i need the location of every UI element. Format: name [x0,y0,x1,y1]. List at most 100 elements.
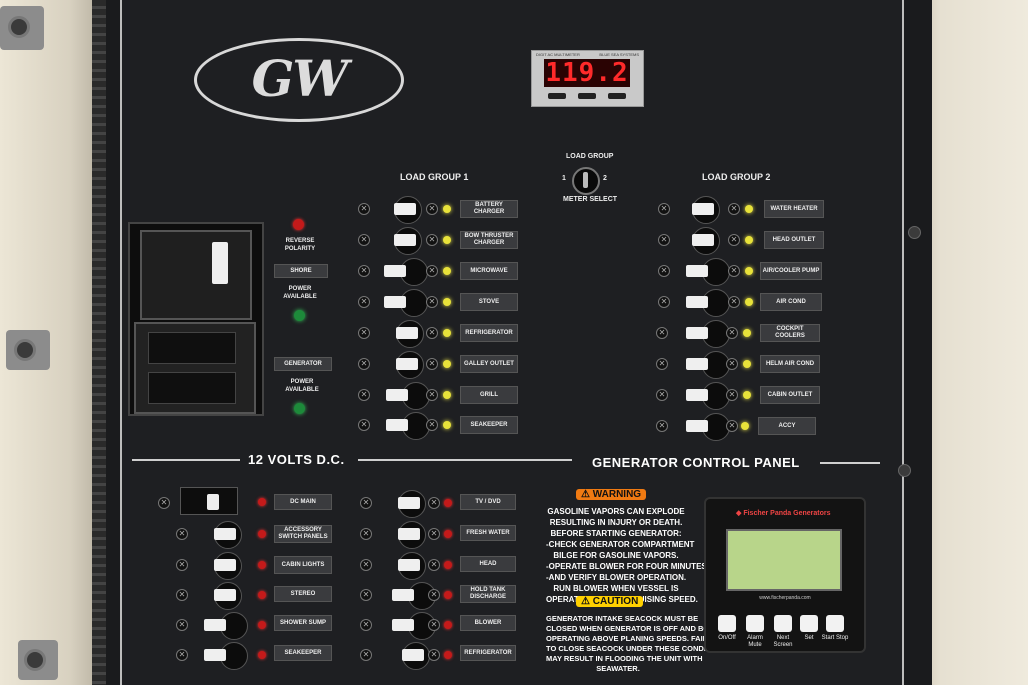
screw-icon: ✕ [426,203,438,215]
screw-icon: ✕ [158,497,170,509]
indicator-led [258,651,266,659]
breaker-water-heater[interactable] [682,194,720,224]
breaker-tv-dvd[interactable] [388,488,426,518]
caution-line: MAY RESULT IN FLOODING THE UNIT WITH [546,654,703,663]
screw-icon: ✕ [656,420,668,432]
label-head: HEAD [460,556,516,572]
screw-icon: ✕ [176,649,188,661]
meter-right-button[interactable] [608,93,626,99]
label-head-outlet: HEAD OUTLET [764,231,824,249]
screw-icon: ✕ [176,559,188,571]
label-microwave: MICROWAVE [460,262,518,280]
key-label: Alarm Mute [747,635,763,648]
label-fresh-water: FRESH WATER [460,525,516,541]
label-bow-thruster-charger: BOW THRUSTER CHARGER [460,231,518,249]
breaker-seakeeper-dc[interactable] [204,640,248,670]
start-stop-key[interactable] [826,615,844,632]
meter-left-button[interactable] [548,93,566,99]
screw-icon: ✕ [358,234,370,246]
screw-icon: ✕ [426,296,438,308]
breaker-cockpit-coolers[interactable] [686,318,730,348]
warning-line: RUN BLOWER WHEN VESSEL IS [553,584,679,593]
label-grill: GRILL [460,386,518,404]
breaker-stove[interactable] [384,287,428,317]
key-label: Set [804,635,814,641]
caution-badge-text: CAUTION [592,596,639,607]
breaker-refrigerator-dc[interactable] [392,640,430,670]
indicator-led [444,561,452,569]
shore-main-breaker[interactable] [140,230,252,320]
dc-main-breaker[interactable] [180,487,238,515]
caution-line: SEAWATER. [596,664,640,673]
screw-icon: ✕ [726,420,738,432]
indicator-led [444,621,452,629]
door-hinge-bottom [18,640,58,680]
screw-icon: ✕ [428,497,440,509]
screw-icon: ✕ [426,419,438,431]
indicator-led [443,360,451,368]
generator-brand: ◆ Fischer Panda Generators [736,510,831,517]
breaker-shower-sump[interactable] [204,610,248,640]
breaker-helm-air-cond[interactable] [686,349,730,379]
meter-select-label: METER SELECT [563,196,618,203]
breaker-head-outlet[interactable] [682,225,720,255]
ac-multimeter: DIGIT AC MULTIMETER BLUE SEA SYSTEMS 119… [531,50,644,107]
logo-text: GW [251,49,349,108]
key-label: Next Screen [773,635,793,648]
breaker-fresh-water[interactable] [388,519,426,549]
label-shower-sump: SHOWER SUMP [274,615,332,631]
breaker-accy[interactable] [686,411,730,441]
screw-icon: ✕ [358,296,370,308]
label-cockpit-coolers: COCKPIT COOLERS [760,324,820,342]
indicator-led [443,267,451,275]
label-water-heater: WATER HEATER [764,200,824,218]
breaker-galley-outlet[interactable] [386,349,424,379]
screw-icon: ✕ [358,419,370,431]
breaker-battery-charger[interactable] [384,194,422,224]
screw-icon: ✕ [658,203,670,215]
next-screen-key[interactable] [774,615,792,632]
screw-icon: ✕ [358,358,370,370]
piano-hinge [92,0,106,685]
breaker-grill[interactable] [386,380,430,410]
breaker-head[interactable] [388,550,426,580]
label-battery-charger: BATTERY CHARGER [460,200,518,218]
screw-icon: ✕ [426,265,438,277]
switch-position-2: 2 [603,175,607,182]
indicator-led [745,267,753,275]
indicator-led [258,621,266,629]
screw-icon: ✕ [428,589,440,601]
meter-mode-button[interactable] [578,93,596,99]
generator-main-breaker[interactable] [134,322,256,414]
breaker-bow-thruster-charger[interactable] [384,225,422,255]
breaker-air-cooler-pump[interactable] [686,256,730,286]
breaker-seakeeper[interactable] [386,410,430,440]
screw-icon: ✕ [360,497,372,509]
set-key[interactable] [800,615,818,632]
divider-rule [358,459,572,461]
warning-line: GASOLINE VAPORS CAN EXPLODE [547,507,685,516]
label-seakeeper: SEAKEEPER [460,416,518,434]
breaker-refrigerator[interactable] [386,318,424,348]
breaker-microwave[interactable] [384,256,428,286]
key-label: On/Off [718,635,736,641]
breaker-cabin-lights[interactable] [204,550,242,580]
load-group-rotary-switch[interactable] [572,167,600,195]
on-off-key[interactable] [718,615,736,632]
screw-icon: ✕ [360,649,372,661]
breaker-accessory-switch-panels[interactable] [204,519,242,549]
screw-icon: ✕ [428,528,440,540]
screw-icon: ✕ [656,389,668,401]
label-tv-dvd: TV / DVD [460,494,516,510]
screw-icon: ✕ [358,265,370,277]
breaker-air-cond[interactable] [686,287,730,317]
screw-icon: ✕ [726,358,738,370]
breaker-stereo[interactable] [204,580,242,610]
breaker-cabin-outlet[interactable] [686,380,730,410]
indicator-led [743,360,751,368]
screw-icon [898,464,911,477]
alarm-mute-key[interactable] [746,615,764,632]
indicator-led [443,391,451,399]
dc-section-heading: 12 VOLTS D.C. [248,452,345,467]
gw-logo: GW [194,38,404,122]
